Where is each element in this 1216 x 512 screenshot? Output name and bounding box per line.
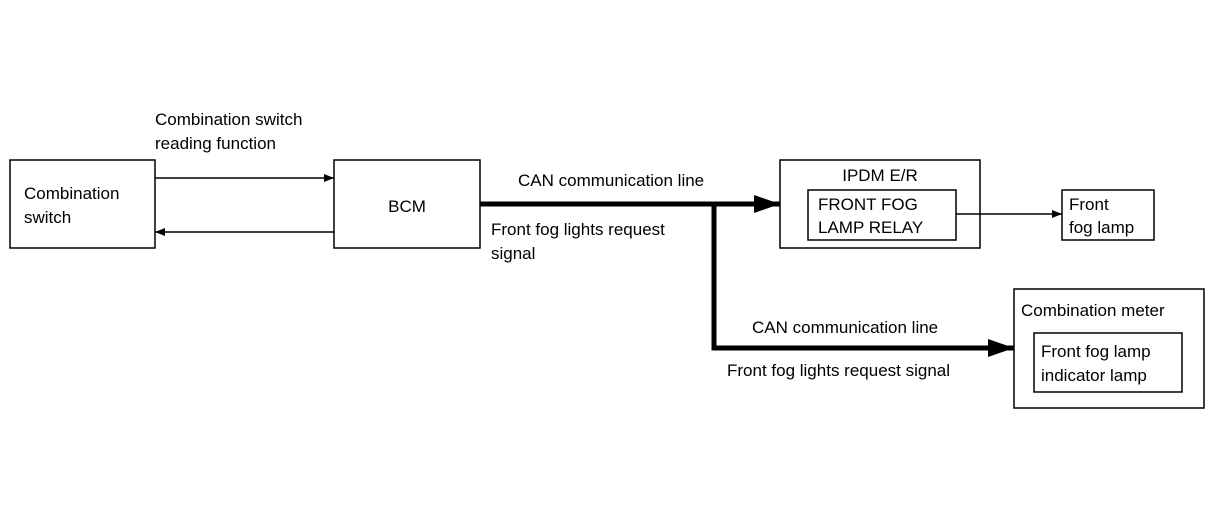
front-fog-lamp-box bbox=[1061, 189, 1155, 241]
can-line-label-upper: CAN communication line bbox=[518, 171, 704, 190]
front-fog-lamp-indicator-line2: indicator lamp bbox=[1041, 366, 1147, 385]
front-fog-lamp-relay-box bbox=[807, 189, 957, 241]
request-signal-label-lower: Front fog lights request signal bbox=[727, 361, 950, 380]
front-fog-lamp-indicator-box bbox=[1033, 332, 1183, 393]
bcm-label: BCM bbox=[388, 197, 426, 216]
can-line-to-meter bbox=[711, 204, 1014, 357]
front-fog-lamp-line1: Front bbox=[1069, 195, 1109, 214]
front-fog-lamp-indicator-line1: Front fog lamp bbox=[1041, 342, 1151, 361]
front-fog-lamp-relay-line2: LAMP RELAY bbox=[818, 218, 923, 237]
combination-switch-label-line2: switch bbox=[24, 208, 71, 227]
reading-function-label-line1: Combination switch bbox=[155, 110, 302, 129]
combination-meter-label: Combination meter bbox=[1021, 301, 1165, 320]
front-fog-lamp-relay-line1: FRONT FOG bbox=[818, 195, 918, 214]
ipdm-label: IPDM E/R bbox=[842, 166, 918, 185]
combination-switch-label-line1: Combination bbox=[24, 184, 119, 203]
combination-switch-box bbox=[9, 159, 156, 249]
request-signal-label-upper-line2: signal bbox=[491, 244, 535, 263]
bcm-box bbox=[333, 159, 481, 249]
can-line-label-lower: CAN communication line bbox=[752, 318, 938, 337]
request-signal-label-upper-line1: Front fog lights request bbox=[491, 220, 665, 239]
reading-function-label-line2: reading function bbox=[155, 134, 276, 153]
front-fog-lamp-line2: fog lamp bbox=[1069, 218, 1134, 237]
